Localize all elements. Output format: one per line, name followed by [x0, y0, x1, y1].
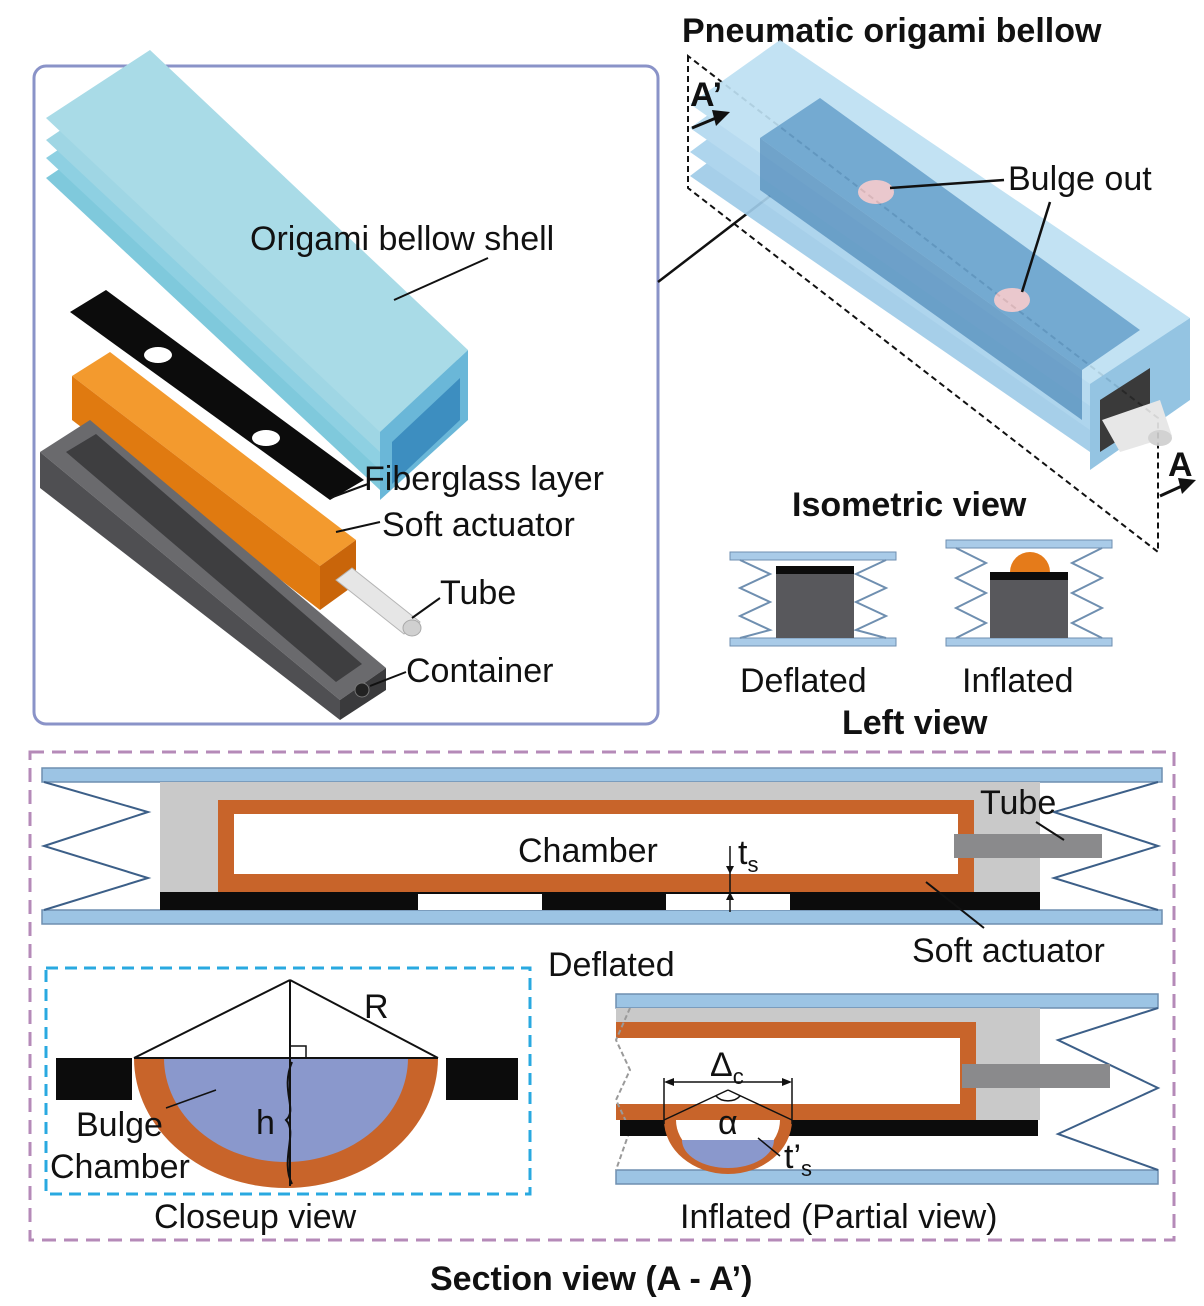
- bulge-label: Bulge out: [1008, 160, 1152, 198]
- ts-symbol: t: [738, 834, 748, 872]
- left-deflated-label: Deflated: [740, 662, 867, 700]
- a-prime-arrow: [691, 110, 730, 130]
- ts-label: ts: [738, 834, 758, 877]
- section-a-label: A: [1168, 446, 1193, 484]
- section-a-prime-label: A’: [690, 76, 722, 114]
- inflated-partial-caption: Inflated (Partial view): [680, 1198, 997, 1236]
- actuator-label: Soft actuator: [382, 506, 575, 544]
- fiberglass-label: Fiberglass layer: [364, 460, 604, 498]
- chamber-label: Chamber: [518, 832, 658, 870]
- left-inflated-label: Inflated: [962, 662, 1074, 700]
- bulge-leader-2: [1020, 201, 1052, 293]
- shell-label: Origami bellow shell: [250, 220, 554, 258]
- left-view-inflated: [945, 539, 1113, 647]
- tube-label: Tube: [440, 574, 516, 612]
- closeup-frame: [44, 966, 532, 1196]
- delta-subscript: c: [733, 1064, 744, 1089]
- ts-prime-symbol: t’: [784, 1138, 801, 1176]
- alpha-label: α: [718, 1104, 738, 1142]
- section-tube: [954, 834, 1102, 858]
- section-caption: Section view (A - A’): [430, 1260, 752, 1298]
- bulge-chamber-line2: Chamber: [50, 1148, 190, 1186]
- figure-title: Pneumatic origami bellow: [682, 12, 1102, 50]
- ts-subscript: s: [747, 852, 758, 877]
- a-arrow: [1159, 478, 1196, 498]
- origami-bellow-shell: [46, 50, 489, 500]
- section-tube-label: Tube: [980, 784, 1056, 822]
- left-view-caption: Left view: [842, 704, 988, 742]
- ts-prime-label: t’s: [784, 1138, 812, 1181]
- exploded-frame: [32, 64, 660, 726]
- exploded-view-panel: Origami bellow shell Fiberglass layer So…: [32, 50, 660, 726]
- bulge-1: [858, 180, 894, 204]
- isometric-bellow: [690, 40, 1190, 470]
- chamber-cavity: [234, 814, 958, 874]
- isometric-view: Pneumatic origami bellow Bulge out A’: [682, 12, 1196, 555]
- section-view-panel: Chamber ts Tube Soft actuator Deflated R…: [28, 750, 1176, 1242]
- delta-label: Δc: [710, 1046, 744, 1089]
- bulge-2: [994, 288, 1030, 312]
- tube-part: [335, 567, 441, 637]
- container-part: [40, 420, 407, 720]
- closeup-panel: [44, 966, 532, 1196]
- bulge-chamber-fill: [164, 1058, 408, 1162]
- bulge-leader-1: [889, 178, 1005, 190]
- left-view-deflated: [729, 551, 897, 647]
- section-deflated-label: Deflated: [548, 946, 675, 984]
- bulge-chamber-line1: Bulge: [76, 1106, 163, 1144]
- r-label: R: [364, 988, 389, 1026]
- fiberglass-layer: [70, 290, 369, 500]
- section-deflated: [40, 767, 1163, 929]
- soft-actuator-block: [72, 352, 381, 610]
- container-label: Container: [406, 652, 553, 690]
- h-label: h: [256, 1104, 275, 1142]
- isometric-caption: Isometric view: [792, 486, 1027, 524]
- closeup-caption: Closeup view: [154, 1198, 357, 1236]
- section-frame: [28, 750, 1176, 1242]
- left-view: Deflated Inflated Left view: [729, 539, 1113, 742]
- delta-symbol: Δ: [710, 1046, 733, 1084]
- inflated-partial-view: [614, 993, 1161, 1185]
- section-actuator-label: Soft actuator: [912, 932, 1105, 970]
- ts-prime-subscript: s: [801, 1156, 812, 1181]
